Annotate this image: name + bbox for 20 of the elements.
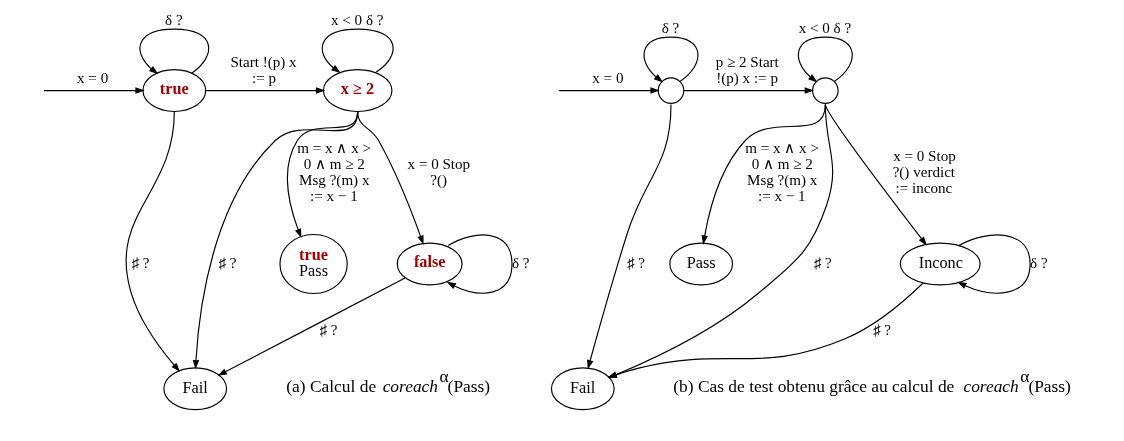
edge-label: ♯ ? [217,254,236,271]
edge-label: x = 0 [76,69,108,86]
edge-label: x = 0 [591,69,623,86]
edge-label: δ ? [1029,254,1048,271]
edge-label: m = x ∧ x > 0 ∧ m ≥ 2 Msg ?(m) x := x − 1 [296,139,371,205]
edge-label: ♯ ? [813,254,832,271]
edge-label: δ ? [511,254,530,271]
edge-label: m = x ∧ x > 0 ∧ m ≥ 2 Msg ?(m) x := x − 1 [744,139,819,205]
edge-label: ♯ ? [318,321,337,338]
edge-label: x = 0 Stop ?() [407,155,470,189]
edge-label: ♯ ? [626,254,645,271]
edge-label: ♯ ? [872,321,891,338]
edge-label: x = 0 Stop ?() verdict := inconc [892,147,956,197]
edge-label: ♯ ? [130,254,149,271]
edge-label: δ ? [661,20,679,37]
edge-label: x < 0 δ ? [798,20,851,37]
edge-label: Start !(p) x := p [229,53,297,86]
edge-label: x < 0 δ ? [330,11,383,28]
edge-label: δ ? [164,11,183,28]
edge-label: p ≥ 2 Start !(p) x := p [715,53,779,86]
